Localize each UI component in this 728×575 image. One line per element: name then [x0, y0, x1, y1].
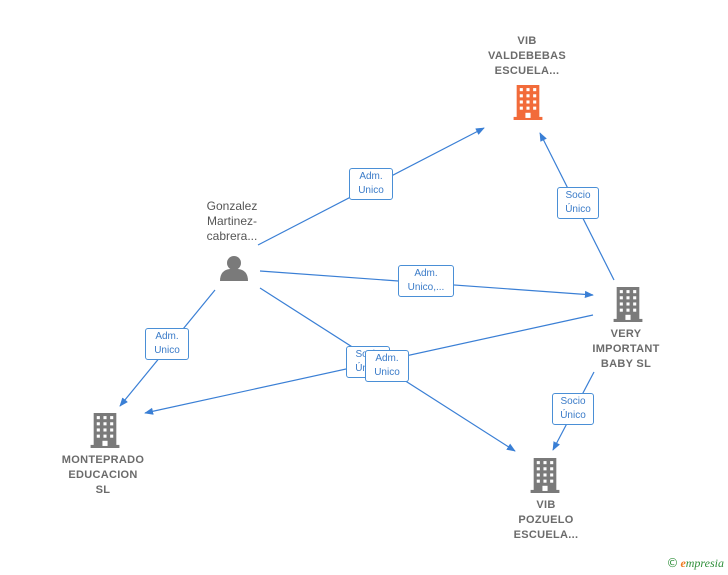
node-label-vib-valdebebas[interactable]: VIB VALDEBEBAS ESCUELA...: [468, 34, 586, 79]
node-label-line: VERY: [610, 328, 642, 340]
brand-footer[interactable]: ©empresia: [666, 556, 724, 571]
edge-label-line: Adm.: [359, 171, 383, 182]
node-label-line: POZUELO: [518, 514, 574, 526]
node-label-line: Gonzalez: [206, 199, 258, 213]
edge-label-line: Unico,...: [407, 282, 445, 293]
edge-label-line: Adm.: [155, 331, 179, 342]
edge-label-line: Unico: [374, 367, 400, 378]
node-label-line: cabrera...: [206, 229, 258, 243]
monteprado-building-icon[interactable]: [90, 413, 120, 448]
node-label-line: VALDEBEBAS: [488, 50, 566, 62]
edge-label-line: Adm.: [375, 353, 399, 364]
brand-name: mpresia: [685, 556, 724, 570]
node-label-line: ESCUELA...: [494, 65, 560, 77]
node-label-monteprado[interactable]: MONTEPRADO EDUCACION SL: [48, 453, 158, 498]
node-label-line: Martinez-: [206, 214, 257, 228]
edge-label-gonzalez-valdebebas[interactable]: Adm. Unico: [349, 168, 393, 200]
node-label-line: ESCUELA...: [513, 529, 579, 541]
edge-label-line: Socio: [565, 190, 591, 201]
node-label-line: VIB: [517, 35, 537, 47]
vib-valdebebas-building-icon[interactable]: [513, 85, 543, 120]
node-label-line: SL: [95, 484, 111, 496]
edge-label-gonzalez-monteprado[interactable]: Adm. Unico: [145, 328, 189, 360]
edge-label-very-important-valdebebas[interactable]: Socio Único: [557, 187, 599, 219]
edge-label-very-important-pozuelo[interactable]: Socio Único: [552, 393, 594, 425]
edge-label-line: Único: [565, 204, 591, 215]
edge-label-gonzalez-very-important[interactable]: Adm. Unico,...: [398, 265, 454, 297]
very-important-building-icon[interactable]: [613, 287, 643, 322]
brand-initial: e: [680, 556, 686, 570]
person-icon[interactable]: [220, 256, 248, 281]
edge-label-line: Unico: [154, 345, 180, 356]
node-label-line: EDUCACION: [68, 469, 138, 481]
vib-pozuelo-building-icon[interactable]: [530, 458, 560, 493]
node-label-line: IMPORTANT: [592, 343, 660, 355]
edge-label-line: Unico: [358, 185, 384, 196]
node-label-gonzalez[interactable]: Gonzalez Martinez- cabrera...: [186, 199, 278, 244]
edge-label-line: Adm.: [414, 268, 438, 279]
copyright-icon: ©: [666, 556, 679, 570]
edge-label-gonzalez-pozuelo[interactable]: Adm. Unico: [365, 350, 409, 382]
node-label-line: VIB: [536, 499, 556, 511]
node-label-vib-pozuelo[interactable]: VIB POZUELO ESCUELA...: [496, 498, 596, 543]
node-label-line: BABY SL: [600, 358, 652, 370]
node-label-very-important[interactable]: VERY IMPORTANT BABY SL: [576, 327, 676, 372]
node-label-line: MONTEPRADO: [61, 454, 145, 466]
edge-label-line: Único: [560, 410, 586, 421]
edge-label-line: Socio: [560, 396, 586, 407]
